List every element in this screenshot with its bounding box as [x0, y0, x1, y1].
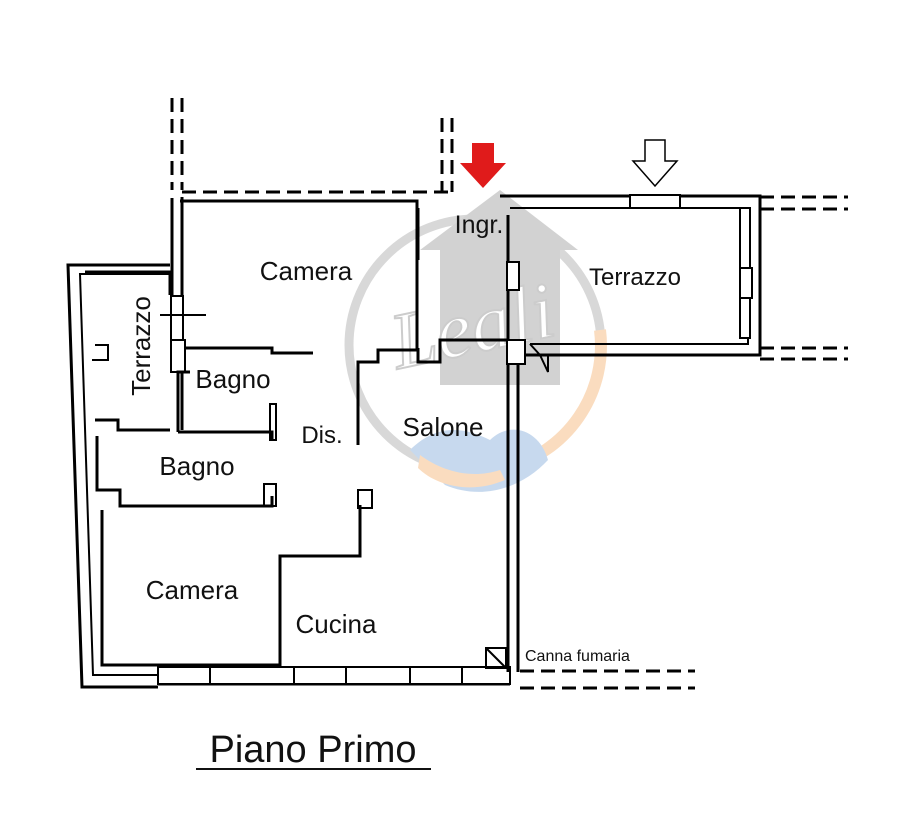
- room-label-salone: Salone: [403, 412, 484, 442]
- room-label-cucina: Cucina: [296, 609, 377, 639]
- room-label-camera-top: Camera: [260, 256, 353, 286]
- room-label-ingr: Ingr.: [455, 211, 504, 239]
- plan-title: Piano Primo: [210, 729, 417, 771]
- room-label-bagno-bottom: Bagno: [159, 451, 234, 481]
- annotation-canna-fumaria: Canna fumaria: [525, 648, 630, 665]
- room-label-terrazzo-right: Terrazzo: [589, 264, 681, 291]
- watermark-logo: Leali: [344, 190, 607, 492]
- entrance-arrow-icon: [460, 143, 506, 188]
- room-label-bagno-top: Bagno: [195, 364, 270, 394]
- room-label-camera-bottom: Camera: [146, 575, 239, 605]
- room-label-dis: Dis.: [301, 422, 342, 449]
- view-arrow-icon: [631, 139, 679, 188]
- exterior-dashed-lines: [170, 98, 848, 690]
- room-label-terrazzo-left: Terrazzo: [126, 296, 156, 396]
- walls: [66, 194, 762, 689]
